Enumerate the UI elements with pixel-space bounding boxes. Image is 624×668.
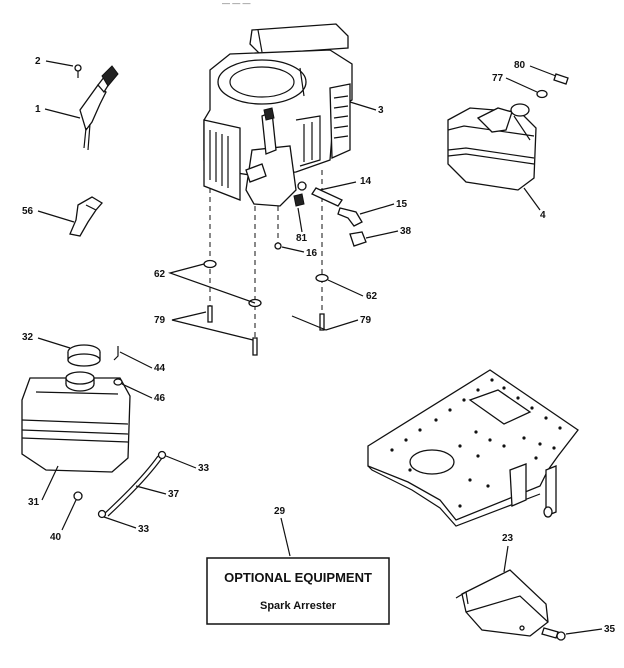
callout-32: 32 bbox=[22, 332, 34, 343]
callout-77: 77 bbox=[492, 73, 504, 84]
callout-62-right: 62 bbox=[366, 291, 378, 302]
bracket-56-part bbox=[69, 196, 103, 237]
callout-4: 4 bbox=[540, 210, 546, 221]
callout-23: 23 bbox=[502, 533, 514, 544]
callout-16: 16 bbox=[306, 248, 318, 259]
callout-80: 80 bbox=[514, 60, 526, 71]
callout-81: 81 bbox=[296, 233, 308, 244]
fuel-line-37-part bbox=[103, 455, 159, 515]
fuel-line-14-part bbox=[297, 181, 343, 207]
engine-part bbox=[203, 23, 353, 207]
callout-46: 46 bbox=[154, 393, 166, 404]
callout-62-left: 62 bbox=[154, 269, 166, 280]
washer-16-part bbox=[274, 242, 282, 250]
bolt-79-parts bbox=[207, 305, 325, 356]
header-text: — — — bbox=[222, 0, 250, 8]
callout-33-top: 33 bbox=[198, 463, 210, 474]
fuel-tank-31-part bbox=[21, 371, 131, 473]
grommet-46-part bbox=[113, 378, 123, 386]
callout-79-left: 79 bbox=[154, 315, 166, 326]
clamp-38-part bbox=[349, 231, 367, 247]
optional-equipment-box bbox=[206, 557, 390, 625]
fitting-81-part bbox=[293, 193, 305, 207]
throttle-control-part bbox=[74, 64, 119, 151]
callout-79-right: 79 bbox=[360, 315, 372, 326]
callout-40: 40 bbox=[50, 532, 62, 543]
fuel-cap-32-part bbox=[67, 344, 101, 367]
callout-31: 31 bbox=[28, 497, 40, 508]
callout-3: 3 bbox=[378, 105, 384, 116]
bolt-80-part bbox=[553, 73, 569, 85]
washer-77-part bbox=[536, 89, 548, 99]
callout-29: 29 bbox=[274, 506, 286, 517]
screw-35-part bbox=[541, 627, 566, 641]
callout-33-bottom: 33 bbox=[138, 524, 150, 535]
callout-14: 14 bbox=[360, 176, 372, 187]
optional-equipment-subtitle: Spark Arrester bbox=[260, 600, 337, 612]
elbow-15-part bbox=[337, 207, 363, 227]
callout-37: 37 bbox=[168, 489, 180, 500]
callout-56: 56 bbox=[22, 206, 34, 217]
callout-38: 38 bbox=[400, 226, 412, 237]
callout-1: 1 bbox=[35, 104, 41, 115]
clip-44-part bbox=[113, 346, 119, 361]
callout-44: 44 bbox=[154, 363, 166, 374]
washer-62-parts bbox=[203, 259, 329, 308]
muffler-4-part bbox=[447, 103, 537, 191]
mounting-plate-part bbox=[367, 369, 579, 527]
spark-arrester-23-part bbox=[455, 569, 549, 637]
callout-15: 15 bbox=[396, 199, 408, 210]
optional-equipment-title: OPTIONAL EQUIPMENT bbox=[224, 570, 372, 585]
callout-35: 35 bbox=[604, 624, 616, 635]
grommet-40-part bbox=[73, 491, 83, 501]
callout-2: 2 bbox=[35, 56, 41, 67]
